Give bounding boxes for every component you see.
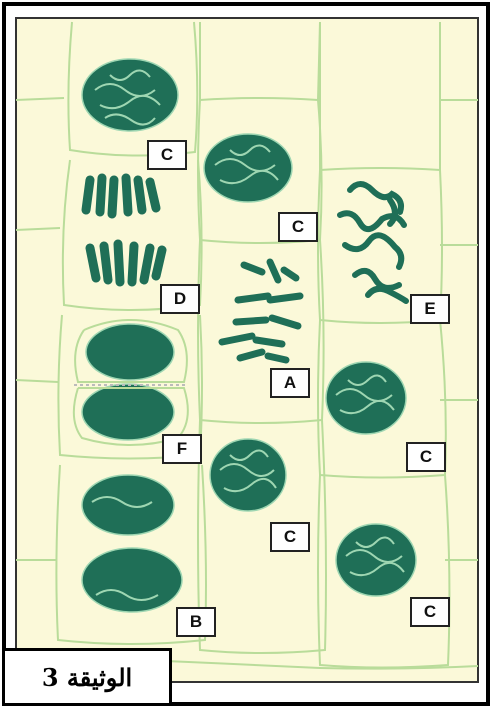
nucleus-interphase (326, 362, 406, 434)
cell-label-c: C (147, 140, 187, 170)
cell-label-c: C (410, 597, 450, 627)
nucleus-interphase (204, 134, 292, 202)
cell-label-c: C (270, 522, 310, 552)
document-label: الوثيقة 3 (2, 648, 172, 706)
cell-label-d: D (160, 284, 200, 314)
cell-label-e: E (410, 294, 450, 324)
cell-label-f: F (162, 434, 202, 464)
cell-label-b: B (176, 607, 216, 637)
cell-label-a: A (270, 368, 310, 398)
cell-label-c: C (406, 442, 446, 472)
nucleus-interphase (82, 59, 178, 131)
cell-label-c: C (278, 212, 318, 242)
nucleus-interphase (336, 524, 416, 596)
nucleus-interphase (210, 439, 286, 511)
